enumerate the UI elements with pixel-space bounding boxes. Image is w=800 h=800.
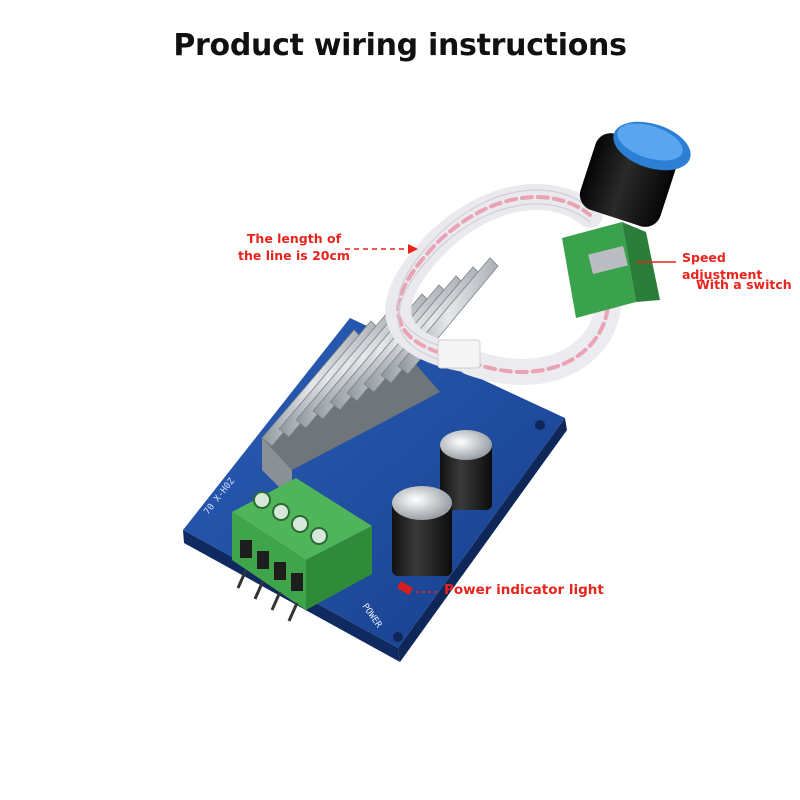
terminal-pin [253,580,265,600]
callout-leaders [345,244,676,593]
terminal-pin [287,602,299,622]
terminal-screw [310,527,328,545]
callout-line: The length of [246,231,342,246]
terminal-screw [253,491,271,509]
cable-length-callout: The length of the line is 20cm [238,230,350,264]
terminal-port [274,562,286,580]
speed-adjustment-callout: Speed adjustment [682,250,763,282]
capacitor [392,486,452,576]
screw-terminal [232,478,372,622]
terminal-port [240,540,252,558]
terminal-port [291,573,303,591]
capacitor [440,430,492,510]
terminal-screw [291,515,309,533]
terminal-pin [236,569,248,589]
power-indicator-callout: Power indicator light [444,582,604,598]
switch-callout: With a switch [696,277,792,292]
terminal-screw [272,503,290,521]
page-title: Product wiring instructions [173,28,627,63]
potentiometer-knob [562,121,691,318]
terminal-pin [270,591,282,611]
callout-line: the line is 20cm [238,248,350,263]
power-led [397,581,413,595]
terminal-port [257,551,269,569]
